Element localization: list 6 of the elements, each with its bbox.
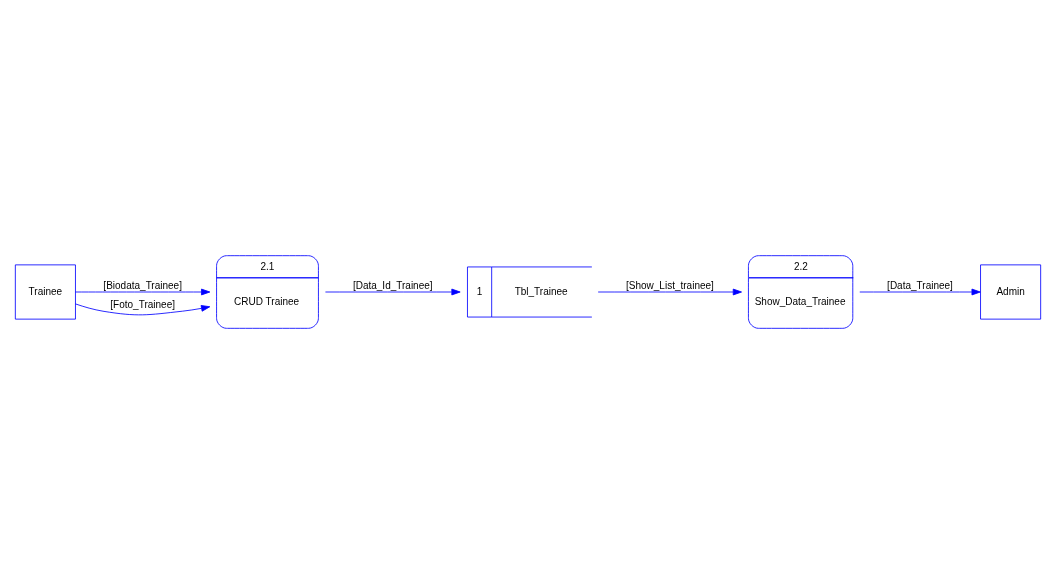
edge-label: [Foto_Trainee] <box>110 298 176 310</box>
edge-label: [Show_List_trainee] <box>626 279 714 291</box>
edge-label: [Biodata_Trainee] <box>103 279 182 291</box>
node-text: 1 Tbl_Trainee <box>476 285 568 297</box>
edge-label: [Data_Trainee] <box>887 279 953 291</box>
edge-label: [Data_Id_Trainee] <box>352 279 433 291</box>
